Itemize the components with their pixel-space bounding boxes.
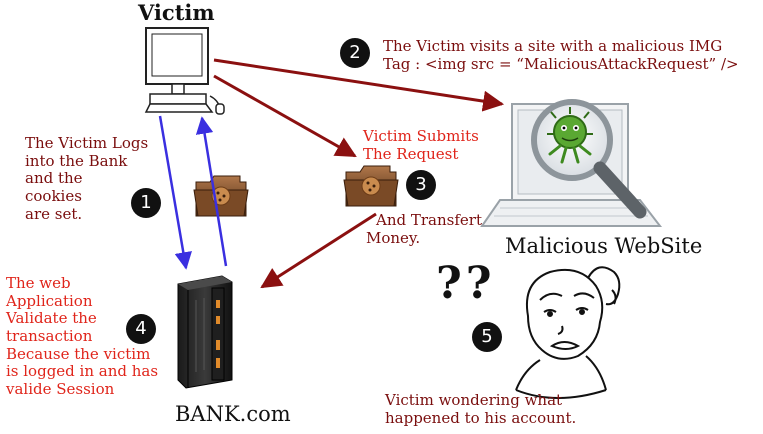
step-1-text: The Victim Logs into the Bank and the co…	[25, 134, 149, 223]
malicious-site-title: Malicious WebSite	[505, 234, 703, 258]
cookie-folder-icon	[343, 165, 399, 207]
bank-title: BANK.com	[175, 402, 291, 426]
step-2-badge: 2	[340, 38, 370, 68]
server-tower-icon	[177, 275, 233, 389]
step-2-text: The Victim visits a site with a maliciou…	[383, 37, 739, 73]
step-4-text: The web Application Validate the transac…	[6, 274, 159, 399]
step-5-badge: 5	[472, 322, 502, 352]
desktop-computer-icon	[144, 27, 225, 115]
arrow-victim-to-malicious-site	[213, 58, 505, 112]
laptop-with-magnifier-virus-icon	[480, 99, 663, 227]
question-marks: ??	[436, 258, 496, 309]
arrow-login-to-bank	[158, 115, 192, 270]
step-1-badge: 1	[131, 188, 161, 218]
step-3-text: Victim Submits The Request	[363, 127, 479, 163]
cookie-folder-icon	[193, 175, 249, 217]
arrow-victim-submits-request	[213, 74, 357, 158]
arrow-cookie-to-victim	[195, 116, 228, 267]
confused-person-icon	[515, 266, 621, 399]
step-4-badge: 4	[126, 314, 156, 344]
step-5-text: Victim wondering what happened to his ac…	[385, 391, 577, 427]
arrow-request-to-bank	[260, 212, 377, 289]
victim-title: Victim	[138, 0, 215, 25]
step-3-extra-text: And Transfert Money.	[366, 211, 482, 247]
step-3-badge: 3	[406, 170, 436, 200]
